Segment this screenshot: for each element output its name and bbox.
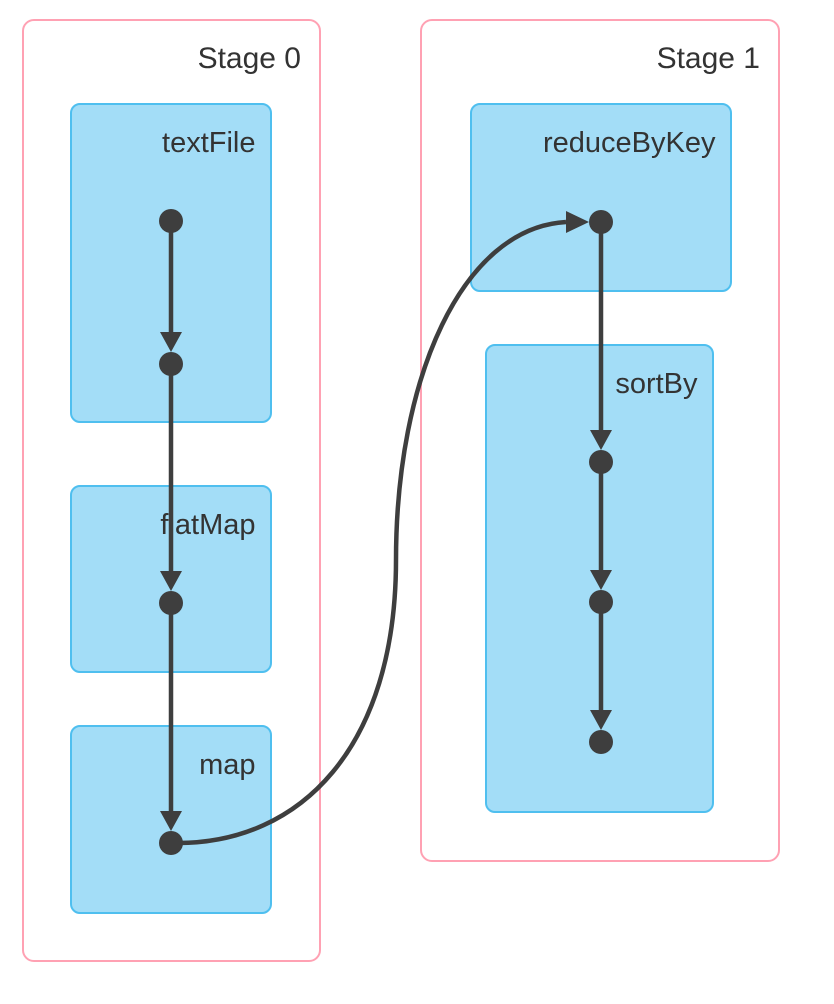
operation-box-map: map (69, 724, 272, 914)
operation-box-sortby: sortBy (484, 343, 714, 813)
operation-label-map: map (199, 748, 256, 781)
stage-1-label: Stage 1 (656, 42, 760, 75)
operation-label-textfile: textFile (162, 126, 256, 159)
operation-label-flatmap: flatMap (160, 508, 256, 541)
operation-label-reducebykey: reduceByKey (543, 126, 716, 159)
operation-label-sortby: sortBy (615, 367, 698, 400)
stage-1-cluster[interactable]: Stage 1 reduceByKey sortBy (420, 19, 780, 862)
operation-box-reducebykey: reduceByKey (469, 102, 732, 292)
operation-box-flatmap: flatMap (69, 484, 272, 673)
stage-0-cluster[interactable]: Stage 0 textFile flatMap map (22, 19, 321, 962)
stage-0-label: Stage 0 (197, 42, 301, 75)
operation-box-textfile: textFile (69, 102, 272, 423)
